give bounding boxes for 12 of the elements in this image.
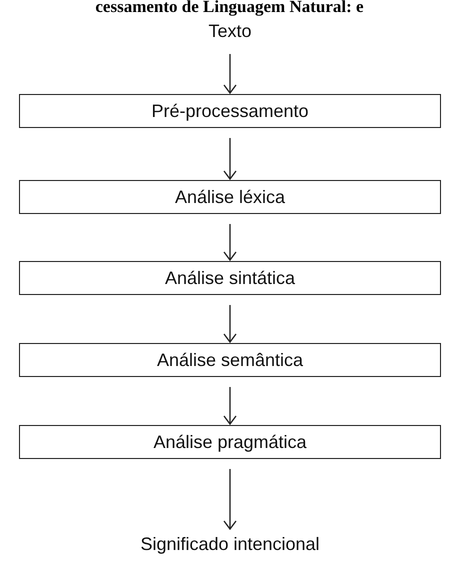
arrow [223, 305, 237, 343]
process-box: Análise semântica [19, 343, 441, 377]
diagram-title: cessamento de Linguagem Natural: e [94, 0, 365, 17]
process-box: Análise léxica [19, 180, 441, 214]
process-box: Pré-processamento [19, 94, 441, 128]
arrow [223, 387, 237, 425]
process-box: Análise pragmática [19, 425, 441, 459]
arrow [223, 469, 237, 530]
arrow [223, 138, 237, 180]
arrow [223, 54, 237, 94]
arrow [223, 224, 237, 261]
process-box: Análise sintática [19, 261, 441, 295]
